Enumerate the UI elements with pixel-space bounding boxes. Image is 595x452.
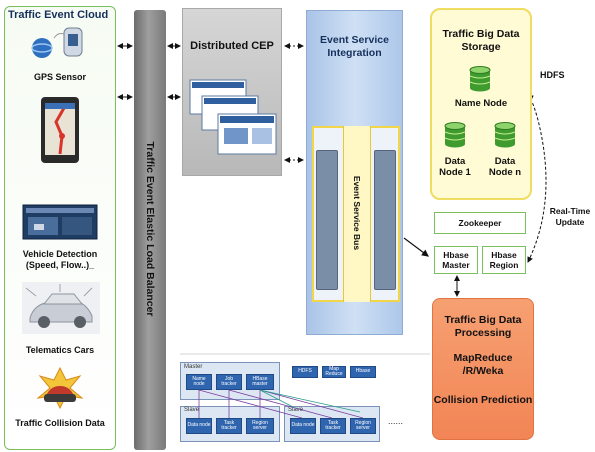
hbase-region-box: Hbase Region [482,246,526,274]
data-node-1-label: Data Node 1 [436,156,474,178]
tag-map-reduce: Map Reduce [322,366,346,378]
name-node-label: Name Node [430,98,532,109]
hbase-master-box: Hbase Master [434,246,478,274]
event-service-integration-label: Event Service Integration [306,34,403,60]
distributed-cep-label: Distributed CEP [182,40,282,53]
processing-title: Traffic Big Data Processing [432,314,534,340]
data-node-n-database-icon [494,122,516,148]
event-service-bus-label: Event Service Bus [352,133,362,293]
data-node-n-label: Data Node n [485,156,525,178]
cluster-links [180,388,390,422]
tag-hbase: Hbase [350,366,376,378]
cluster-ellipsis: ...... [388,416,403,426]
data-node-1-database-icon [444,122,466,148]
tag-hdfs: HDFS [292,366,318,378]
traffic-big-data-storage-label: Traffic Big Data Storage [430,28,532,54]
name-node-database-icon [469,66,491,92]
esi-hbase-arrow [404,238,428,256]
bus-left-stack [316,150,338,290]
hdfs-label: HDFS [540,70,565,80]
zookeeper-box: Zookeeper [434,212,526,234]
cluster-master-label: Master [184,364,202,370]
cep-screens-icon [188,78,280,160]
processing-tools: MapReduce /R/Weka [432,352,534,378]
bus-right-stack [374,150,396,290]
collision-prediction-label: Collision Prediction [432,394,534,407]
real-time-update-label: Real-Time Update [540,206,595,228]
